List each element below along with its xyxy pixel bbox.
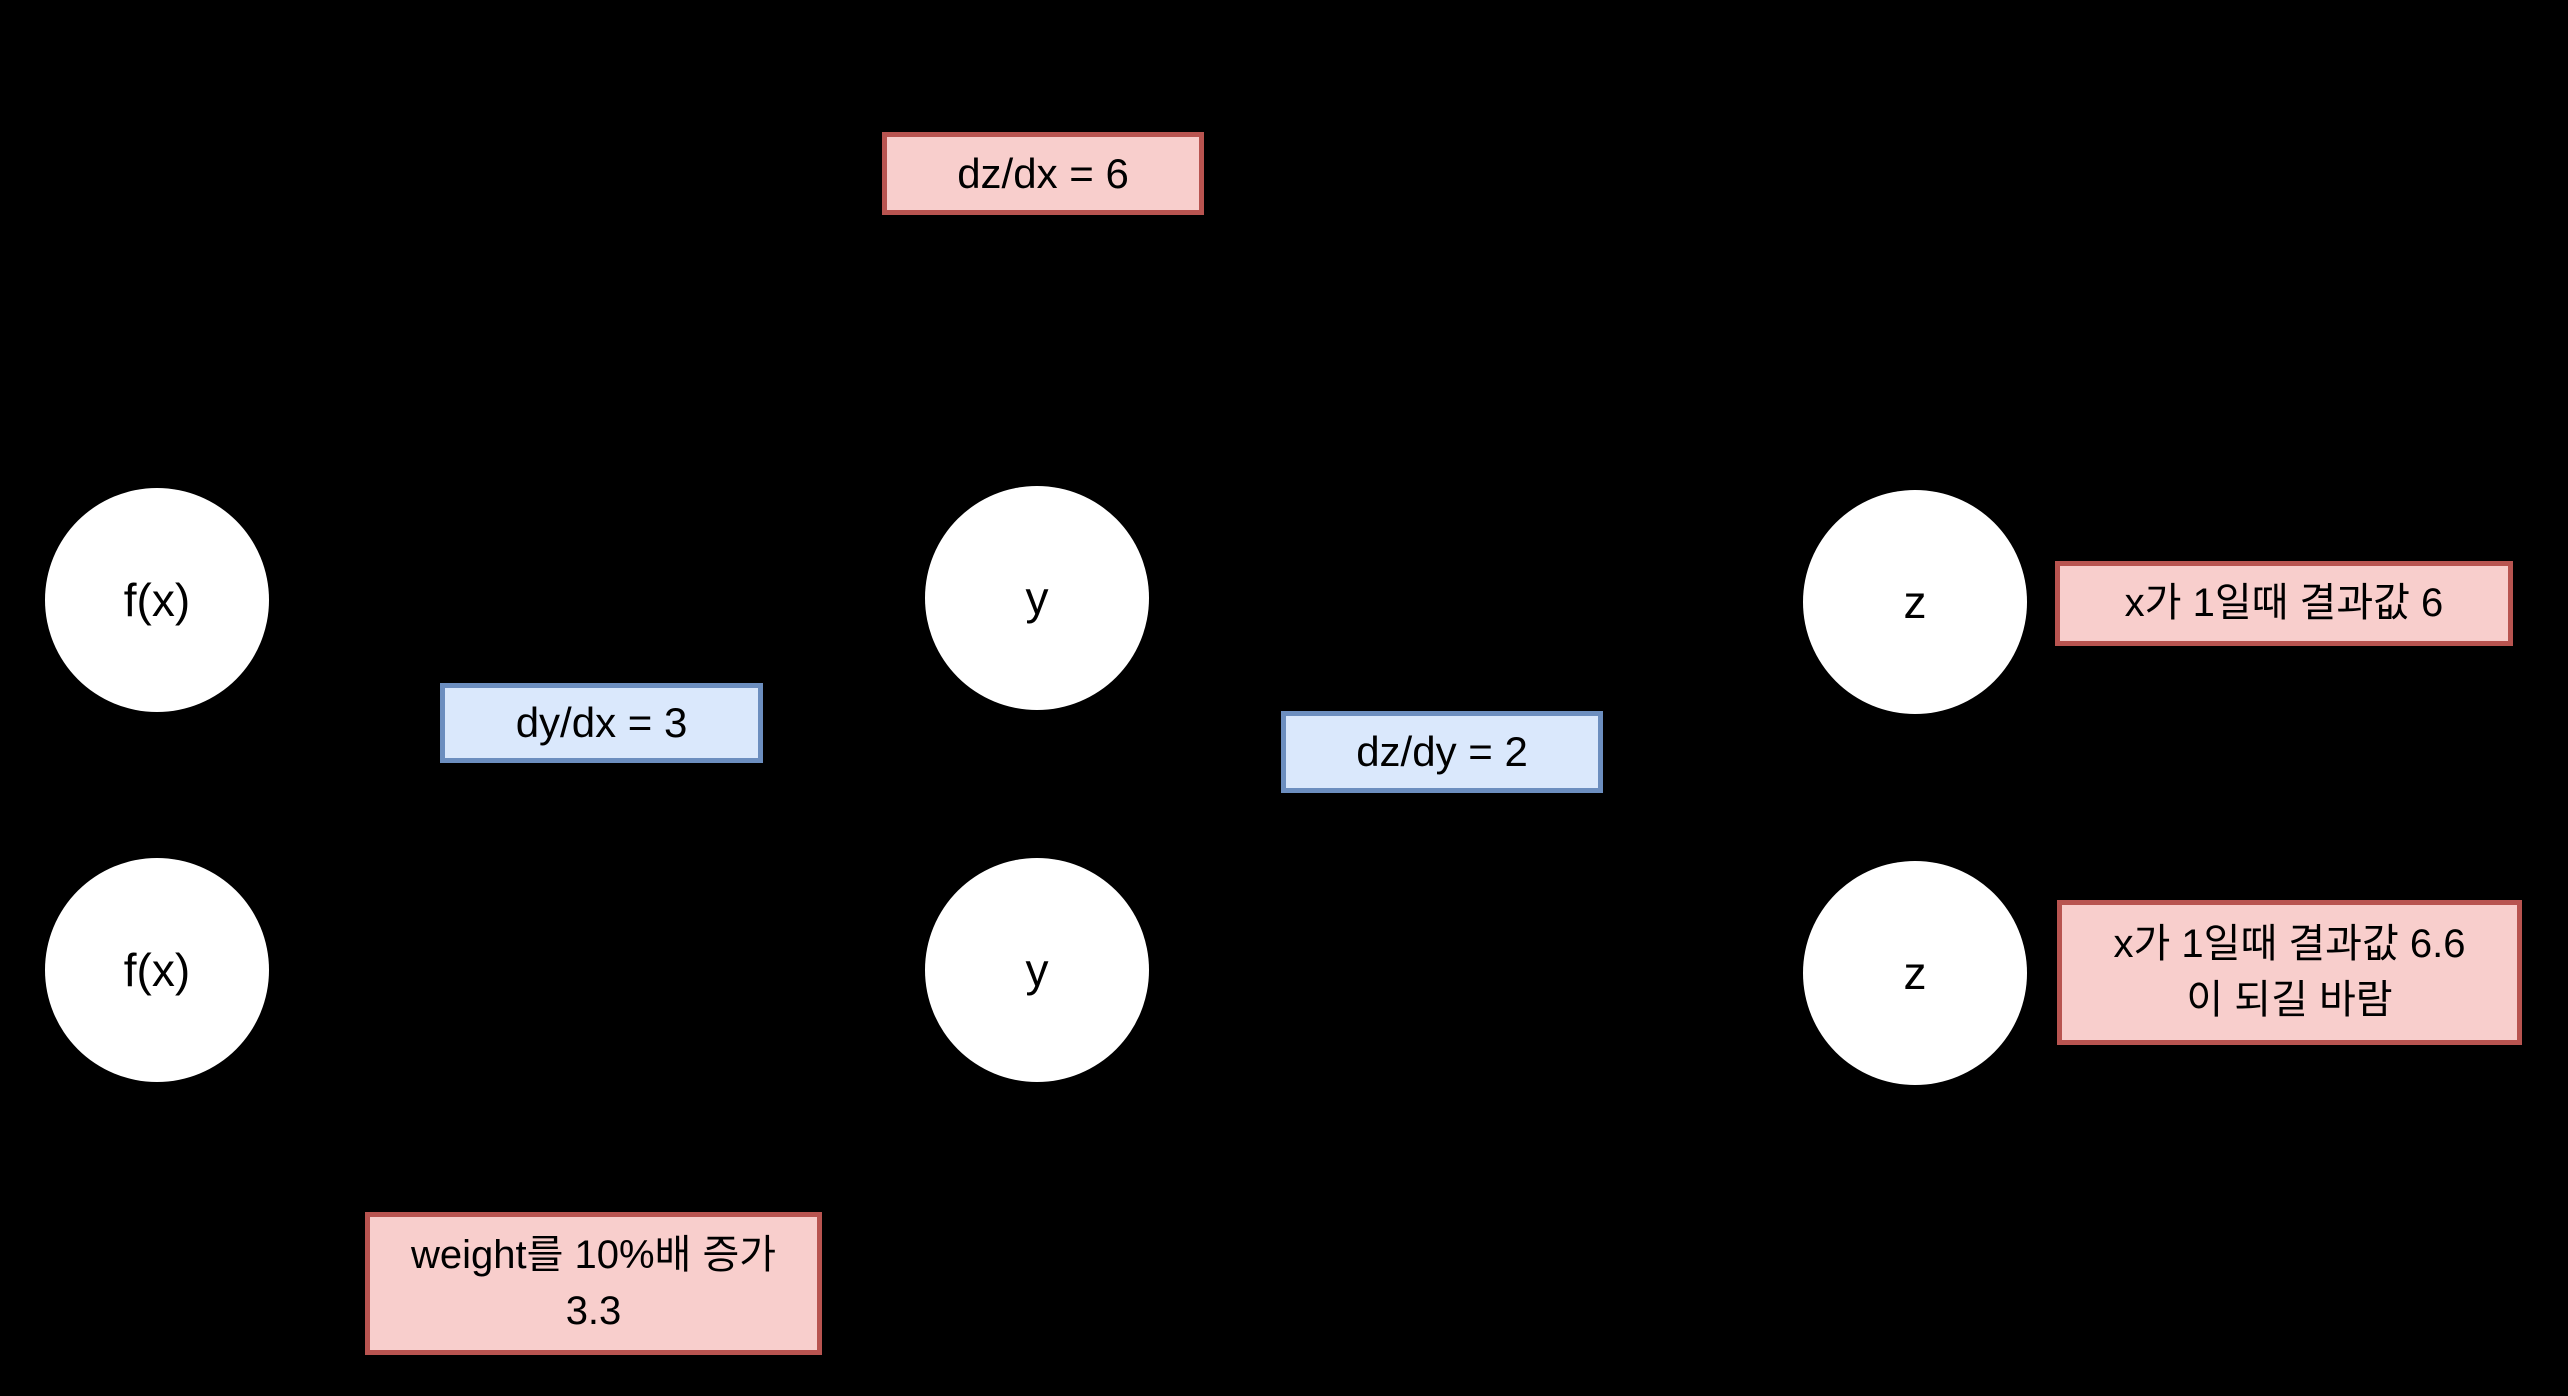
node-fx-top: f(x) [45,488,269,712]
dydx-label-text: dy/dx = 3 [515,699,688,747]
node-fx-bottom: f(x) [45,858,269,1082]
dzdy-label-box: dz/dy = 2 [1281,711,1603,793]
dzdx-label-text: dz/dx = 6 [957,149,1129,197]
node-fx-top-label: f(x) [123,574,191,626]
node-y-bottom-label: y [1025,944,1049,996]
result-annotation-bottom-line1: x가 1일때 결과값 6.6 [2113,922,2466,967]
node-fx-bottom-label: f(x) [123,944,191,996]
node-y-top-label: y [1025,572,1049,624]
weight-annotation-line2: 3.3 [565,1288,622,1333]
node-z-top-label: z [1903,576,1927,628]
node-y-top: y [925,486,1149,710]
dydx-label-box: dy/dx = 3 [440,683,763,763]
result-annotation-top-text: x가 1일때 결과값 6 [2124,580,2444,625]
result-annotation-top: x가 1일때 결과값 6 [2055,561,2513,646]
weight-annotation-line1: weight를 10%배 증가 [410,1233,777,1278]
node-y-bottom: y [925,858,1149,1082]
result-annotation-bottom: x가 1일때 결과값 6.6 이 되길 바람 [2057,900,2522,1045]
weight-annotation: weight를 10%배 증가 3.3 [365,1212,822,1355]
dzdx-label-box: dz/dx = 6 [882,132,1204,215]
dzdy-label-text: dz/dy = 2 [1356,728,1528,776]
result-annotation-bottom-line2: 이 되길 바람 [2186,977,2393,1022]
node-z-bottom-label: z [1903,947,1927,999]
node-z-top: z [1803,490,2027,714]
node-z-bottom: z [1803,861,2027,1085]
